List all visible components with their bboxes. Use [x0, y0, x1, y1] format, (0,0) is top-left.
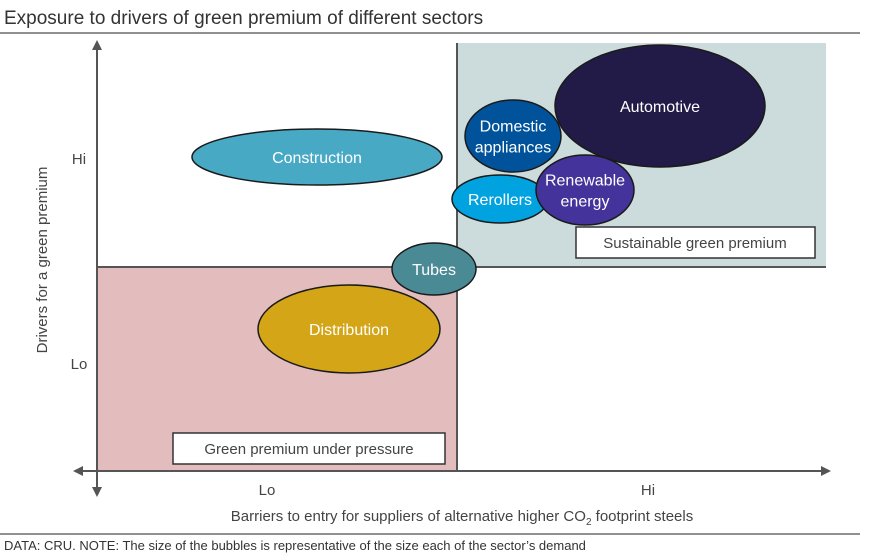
bubble-label: Tubes: [412, 262, 456, 279]
x-tick-lo: Lo: [259, 482, 276, 499]
bubble-shape: [535, 154, 635, 226]
bubble-distribution: Distribution: [257, 284, 441, 374]
bubble-label: Construction: [272, 150, 362, 167]
bubble-shape: [391, 242, 477, 296]
bubble-label: Domestic: [480, 119, 547, 136]
bubble-tubes: Tubes: [391, 242, 477, 296]
bubble-label: Distribution: [309, 322, 389, 339]
bubble-renewable: Renewable energy: [535, 154, 635, 226]
x-tick-hi: Hi: [641, 482, 655, 499]
bubble-label: Renewable: [545, 173, 625, 190]
bubble-label: energy: [561, 194, 610, 211]
label-pressure: Green premium under pressure: [204, 441, 413, 458]
bubble-shape: [554, 44, 766, 168]
bubble-rerollers: Rerollers: [451, 174, 549, 224]
bubble-label: Automotive: [620, 99, 700, 116]
label-box-sustainable: [575, 226, 816, 259]
label-box-pressure: [172, 432, 446, 465]
label-sustainable: Sustainable green premium: [603, 235, 786, 252]
diagram-title: Exposure to drivers of green premium of …: [4, 8, 483, 29]
y-tick-lo: Lo: [71, 356, 88, 373]
bubble-automotive: Automotive: [554, 44, 766, 168]
footer-note: DATA: CRU. NOTE: The size of the bubbles…: [4, 538, 586, 553]
x-axis-label: Barriers to entry for suppliers of alter…: [231, 508, 693, 528]
bubble-construction: Construction: [191, 128, 443, 186]
bubble-label: Rerollers: [468, 192, 532, 209]
bubble-label: appliances: [475, 140, 552, 157]
bubble-shape: [257, 284, 441, 374]
bubble-shape: [191, 128, 443, 186]
y-axis-label: Drivers for a green premium: [34, 167, 51, 354]
y-tick-hi: Hi: [72, 151, 86, 168]
bubble-shape: [464, 99, 562, 173]
bubble-domestic: Domestic appliances: [464, 99, 562, 173]
